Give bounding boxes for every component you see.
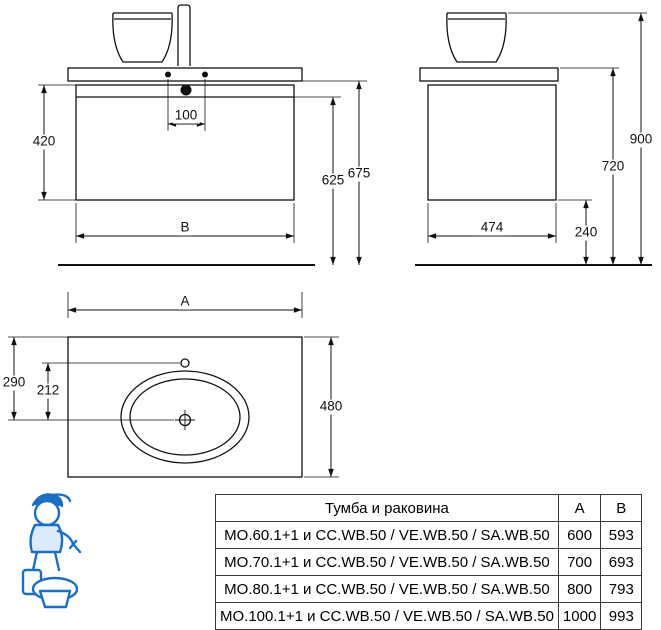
plan-view <box>67 336 303 478</box>
countertop-front <box>67 67 303 82</box>
value-b: 993 <box>600 602 643 630</box>
drain-hole-front <box>180 84 192 96</box>
arm <box>56 529 75 546</box>
cabinet-front <box>75 84 295 201</box>
model-name: MO.80.1+1 и CC.WB.50 / VE.WB.50 / SA.WB.… <box>215 575 559 603</box>
value-a: 800 <box>557 575 602 603</box>
dim-label-A: A <box>178 293 192 310</box>
cabinet-side <box>427 84 557 201</box>
dim-label-420: 420 <box>30 133 58 150</box>
toilet-base <box>38 589 72 609</box>
faucet-hole-left <box>165 71 171 78</box>
head <box>33 499 61 527</box>
body <box>29 523 64 554</box>
basin-outline-inner <box>129 378 241 456</box>
value-a: 700 <box>557 548 602 576</box>
model-name: MO.60.1+1 и CC.WB.50 / VE.WB.50 / SA.WB.… <box>215 521 559 549</box>
value-b: 793 <box>600 575 643 603</box>
header-b: B <box>600 494 643 522</box>
size-table-header: Тумба и раковина A B <box>215 494 643 522</box>
header-a: A <box>557 494 602 522</box>
size-table: Тумба и раковина A B MO.60.1+1 и CC.WB.5… <box>215 494 643 630</box>
countertop-side <box>419 67 559 82</box>
value-a: 600 <box>557 521 602 549</box>
side-view <box>419 12 559 201</box>
value-b: 693 <box>600 548 643 576</box>
dim-label-900: 900 <box>627 131 655 148</box>
basin-front <box>112 12 173 63</box>
dim-label-474: 474 <box>478 219 506 236</box>
header-name: Тумба и раковина <box>215 494 559 522</box>
dim-label-720: 720 <box>599 158 627 175</box>
faucet-hole-plan <box>180 358 190 368</box>
wrench-icon <box>68 539 82 554</box>
basin-side <box>446 12 507 63</box>
dim-label-240: 240 <box>572 224 600 241</box>
model-name: MO.100.1+1 и CC.WB.50 / VE.WB.50 / SA.WB… <box>215 602 559 630</box>
legs <box>31 550 61 572</box>
dim-label-100: 100 <box>172 107 200 124</box>
table-row: MO.100.1+1 и CC.WB.50 / VE.WB.50 / SA.WB… <box>215 602 643 630</box>
table-row: MO.80.1+1 и CC.WB.50 / VE.WB.50 / SA.WB.… <box>215 575 643 603</box>
basin-outline-outer <box>120 370 250 464</box>
mount-holes <box>165 71 208 96</box>
front-view <box>67 4 303 201</box>
extension-lines <box>8 12 647 478</box>
dim-label-212: 212 <box>34 382 62 399</box>
value-b: 593 <box>600 521 643 549</box>
vanity-dimension-sheet: { "dims": { "d420": "420", "d100": "100"… <box>0 4 655 630</box>
table-row: MO.70.1+1 и CC.WB.50 / VE.WB.50 / SA.WB.… <box>215 548 643 576</box>
value-a: 1000 <box>557 602 602 630</box>
dim-label-480: 480 <box>317 398 345 415</box>
dim-label-625: 625 <box>319 172 347 189</box>
faucet-hole-right <box>202 71 208 78</box>
plumber-mascot-logo <box>21 493 82 609</box>
technical-drawing <box>8 4 652 478</box>
mixer-tap <box>177 4 191 66</box>
table-row: MO.60.1+1 и CC.WB.50 / VE.WB.50 / SA.WB.… <box>215 521 643 549</box>
dim-label-B: B <box>178 219 192 236</box>
dim-label-675: 675 <box>345 165 373 182</box>
dim-label-290: 290 <box>0 374 28 391</box>
model-name: MO.70.1+1 и CC.WB.50 / VE.WB.50 / SA.WB.… <box>215 548 559 576</box>
countertop-plan <box>67 336 303 478</box>
